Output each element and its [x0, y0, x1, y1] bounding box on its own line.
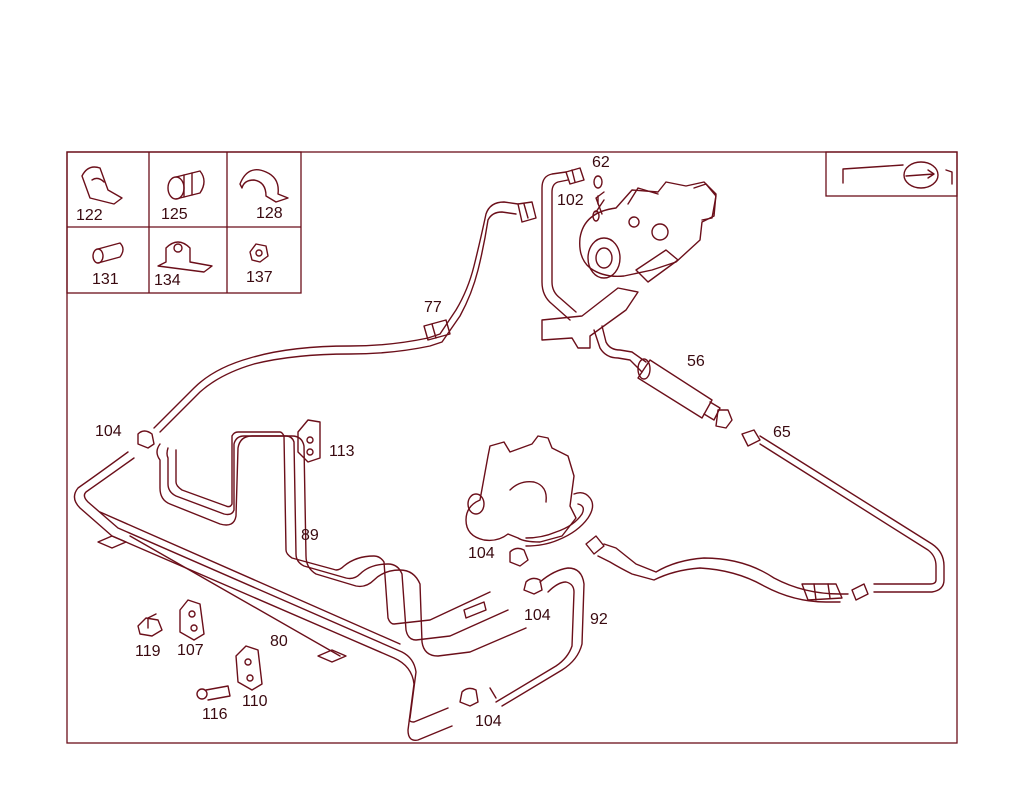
pressure-line-77	[153, 201, 537, 433]
nut-137-icon	[249, 243, 269, 263]
bolt-119	[137, 613, 163, 637]
cooler-line-89	[156, 431, 527, 657]
bracket-107	[179, 599, 205, 641]
callout-102: 102	[557, 192, 584, 209]
callout-92: 92	[590, 611, 608, 628]
hose-clamp-104-d	[459, 687, 479, 707]
cooler-rail-80	[73, 451, 453, 741]
suction-hose	[585, 535, 849, 603]
callout-89: 89	[301, 527, 319, 544]
callout-104-bottom: 104	[475, 713, 502, 730]
leader-lines	[595, 195, 605, 213]
legend-label-122: 122	[76, 207, 103, 224]
hose-clamp-104-a	[137, 430, 155, 449]
hose-clamp-104-b	[509, 547, 529, 567]
return-line-65	[741, 429, 945, 601]
grommet-125-icon	[167, 170, 205, 200]
sleeve-131-icon	[92, 242, 124, 264]
callout-104-lower: 104	[524, 607, 551, 624]
legend-label-125: 125	[161, 206, 188, 223]
legend-label-137: 137	[246, 269, 273, 286]
orientation-box	[825, 151, 958, 197]
bracket-113	[297, 419, 321, 463]
clip-122-icon	[81, 166, 123, 205]
pump-bracket	[541, 287, 639, 349]
callout-107: 107	[177, 642, 204, 659]
callout-119: 119	[135, 643, 161, 660]
screw-116	[196, 685, 231, 701]
callout-104-center: 104	[468, 545, 495, 562]
diagram-frame	[66, 151, 958, 744]
legend-label-128: 128	[256, 205, 283, 222]
callout-80: 80	[270, 633, 288, 650]
power-steering-pump	[579, 181, 717, 283]
return-line-56	[593, 325, 733, 429]
callout-104-upper-left: 104	[95, 423, 122, 440]
callout-110: 110	[242, 693, 268, 710]
callout-116: 116	[202, 706, 228, 723]
callout-77: 77	[424, 299, 442, 316]
legend-label-134: 134	[154, 272, 181, 289]
hose-92	[489, 491, 594, 707]
clamp-128-icon	[239, 169, 289, 203]
parts-legend-grid: 122 125 128 131 134 137	[66, 151, 302, 294]
bracket-134-icon	[157, 241, 213, 273]
direction-arrow-icon	[842, 161, 953, 189]
legend-label-131: 131	[92, 271, 119, 288]
callout-65: 65	[773, 424, 791, 441]
fluid-reservoir	[465, 435, 577, 543]
hose-clamp-104-c	[523, 577, 543, 595]
fitting-102	[565, 167, 585, 185]
bracket-110	[235, 645, 263, 691]
callout-56: 56	[687, 353, 705, 370]
callout-62: 62	[592, 154, 610, 171]
callout-113: 113	[329, 443, 355, 460]
